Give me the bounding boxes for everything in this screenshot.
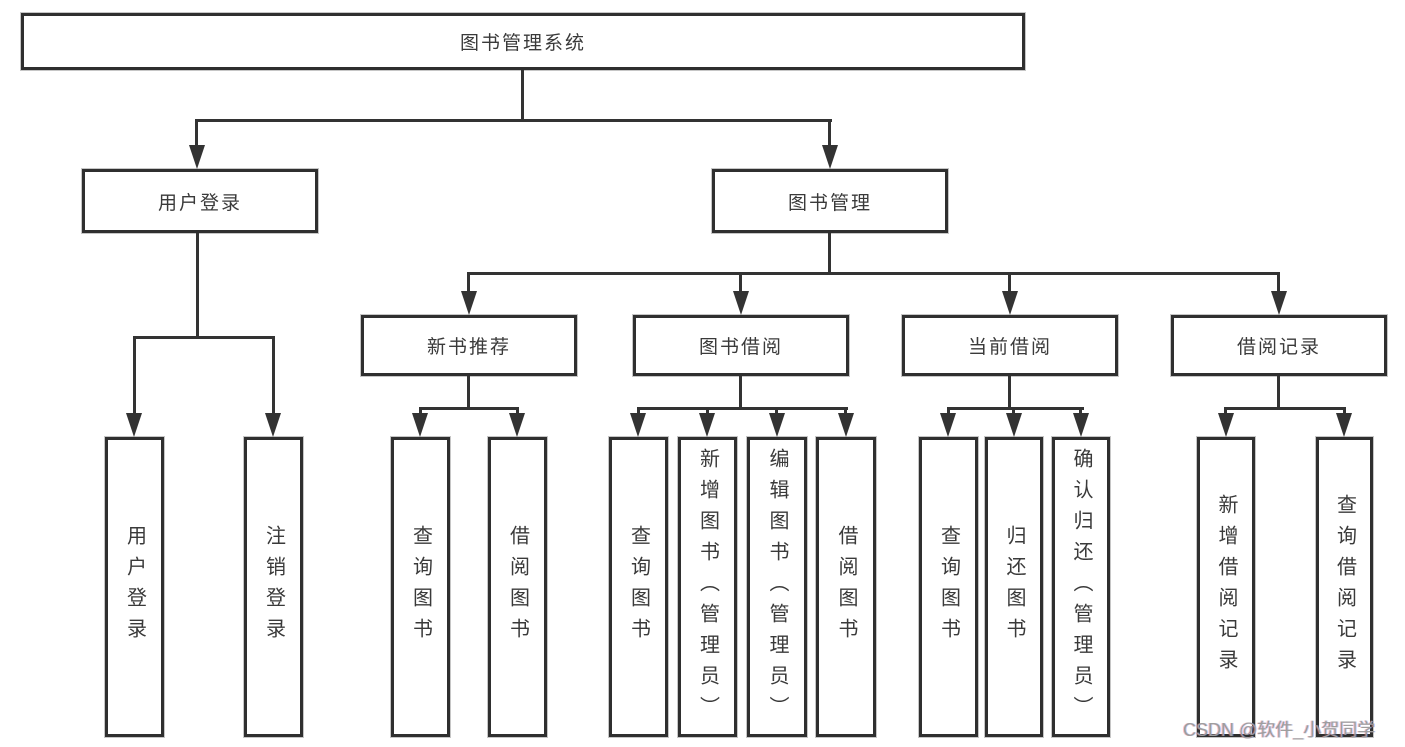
connector-line	[947, 407, 1084, 410]
connector-line	[637, 407, 640, 417]
node-book-borrowing: 图书借阅	[633, 315, 849, 376]
connector-line	[419, 407, 422, 417]
connector-line	[844, 407, 847, 417]
arrow-down-icon	[189, 145, 205, 169]
node-borrowing-records: 借阅记录	[1171, 315, 1387, 376]
csdn-watermark: CSDN @软件_小贺同学	[1183, 720, 1376, 740]
connector-line	[467, 376, 470, 410]
leaf-borrow-books-recommend: 借阅图书	[488, 437, 547, 737]
leaf-query-borrow-record: 查询借阅记录	[1316, 437, 1373, 737]
connector-line	[195, 119, 198, 149]
leaf-borrow-books-borrowing: 借阅图书	[816, 437, 876, 737]
connector-line	[637, 407, 848, 410]
connector-line	[1277, 272, 1280, 294]
leaf-confirm-return-admin: 确认归还（管理员）	[1052, 437, 1110, 737]
arrow-down-icon	[126, 413, 142, 437]
node-book-management: 图书管理	[712, 169, 948, 233]
connector-line	[947, 407, 950, 417]
arrow-down-icon	[412, 413, 428, 437]
leaf-logout: 注销登录	[244, 437, 303, 737]
leaf-query-books-recommend: 查询图书	[391, 437, 450, 737]
node-library-management-system: 图书管理系统	[21, 13, 1025, 70]
connector-line	[739, 376, 742, 410]
connector-line	[516, 407, 519, 417]
arrow-down-icon	[1271, 291, 1287, 315]
leaf-query-books-borrowing: 查询图书	[609, 437, 668, 737]
connector-line	[272, 336, 275, 416]
connector-line	[467, 272, 1280, 275]
arrow-down-icon	[1336, 413, 1352, 437]
connector-line	[1343, 407, 1346, 417]
connector-line	[739, 272, 742, 294]
arrow-down-icon	[699, 413, 715, 437]
arrow-down-icon	[461, 291, 477, 315]
connector-line	[196, 233, 199, 339]
leaf-edit-books-admin: 编辑图书（管理员）	[747, 437, 807, 737]
leaf-query-books-current: 查询图书	[919, 437, 978, 737]
leaf-add-books-admin: 新增图书（管理员）	[678, 437, 737, 737]
arrow-down-icon	[822, 145, 838, 169]
arrow-down-icon	[1006, 413, 1022, 437]
connector-line	[1224, 407, 1346, 410]
connector-line	[1224, 407, 1227, 417]
leaf-add-borrow-record: 新增借阅记录	[1197, 437, 1255, 737]
connector-line	[521, 70, 524, 122]
arrow-down-icon	[630, 413, 646, 437]
connector-line	[1008, 272, 1011, 294]
arrow-down-icon	[838, 413, 854, 437]
leaf-user-login: 用户登录	[105, 437, 164, 737]
arrow-down-icon	[1002, 291, 1018, 315]
arrow-down-icon	[265, 413, 281, 437]
connector-line	[467, 272, 470, 294]
connector-line	[775, 407, 778, 417]
connector-line	[1277, 376, 1280, 410]
connector-line	[1012, 407, 1015, 417]
connector-line	[706, 407, 709, 417]
connector-line	[133, 336, 275, 339]
connector-line	[195, 119, 832, 122]
connector-line	[419, 407, 519, 410]
node-current-borrowing: 当前借阅	[902, 315, 1118, 376]
connector-line	[1079, 407, 1082, 417]
connector-line	[828, 119, 831, 149]
arrow-down-icon	[1073, 413, 1089, 437]
node-user-login: 用户登录	[82, 169, 318, 233]
arrow-down-icon	[1218, 413, 1234, 437]
connector-line	[1008, 376, 1011, 410]
arrow-down-icon	[940, 413, 956, 437]
node-new-book-recommendation: 新书推荐	[361, 315, 577, 376]
arrow-down-icon	[733, 291, 749, 315]
arrow-down-icon	[769, 413, 785, 437]
connector-line	[133, 336, 136, 416]
leaf-return-books: 归还图书	[985, 437, 1043, 737]
arrow-down-icon	[509, 413, 525, 437]
connector-line	[828, 233, 831, 275]
